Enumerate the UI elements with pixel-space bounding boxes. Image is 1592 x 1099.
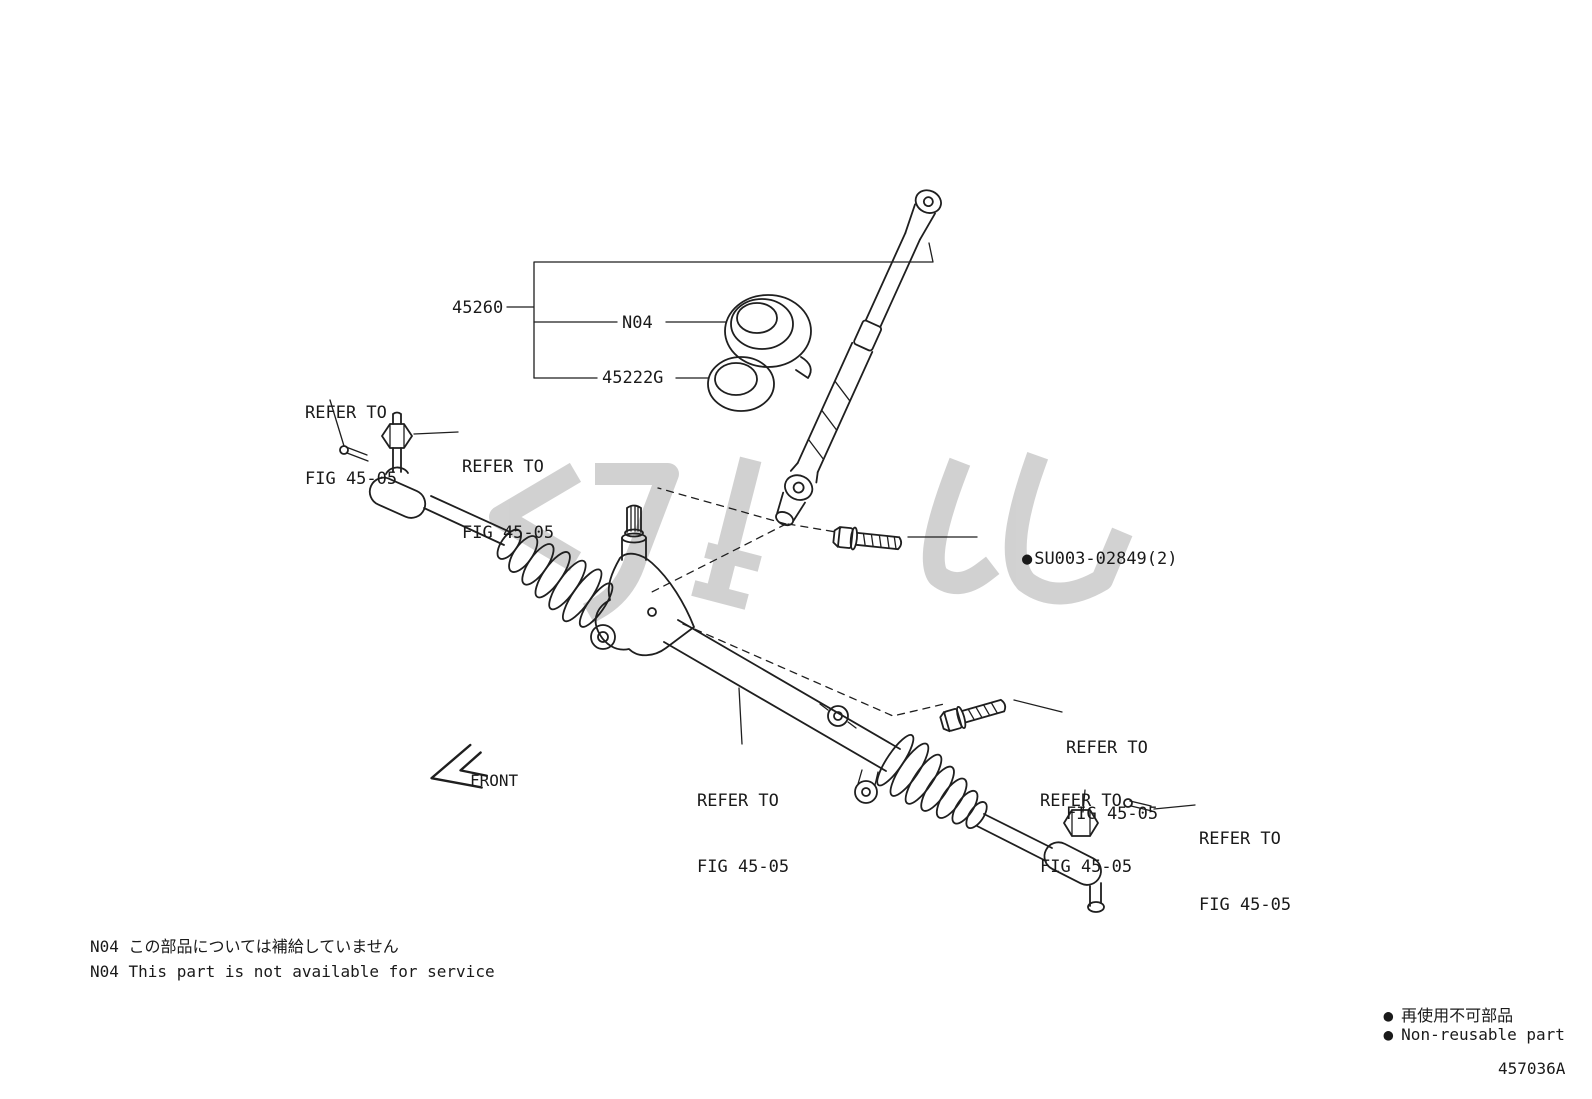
tie-rod-left	[423, 495, 511, 546]
rack-boot-left	[496, 528, 614, 628]
footnote-en: N04 This part is not available for servi…	[90, 962, 495, 981]
mount-bolt-right	[939, 698, 1007, 733]
refer-note-bolt: REFER TO FIG 45-05	[1066, 738, 1159, 824]
gear-housing	[594, 552, 695, 657]
refer-note-left-nut: REFER TO FIG 45-05	[462, 457, 555, 543]
footnote-jp: N04 この部品については補給していません	[90, 937, 399, 956]
part-label-n04: N04	[622, 313, 653, 333]
housing-mount-boss	[590, 607, 657, 650]
castle-nut-right	[1063, 809, 1099, 837]
tie-rod-end-right	[1043, 841, 1105, 913]
steering-gear-assembly	[339, 411, 1153, 913]
refer-note-right-nut: REFER TO FIG 45-05	[1040, 791, 1133, 877]
refer-note-right-pin: REFER TO FIG 45-05	[1199, 829, 1292, 915]
part-label-45222g: 45222G	[602, 368, 664, 388]
drawing-number: 457036A	[1498, 1059, 1566, 1078]
rack-tube	[663, 619, 901, 772]
legend-non-reusable-en: ●Non-reusable part	[1383, 1025, 1565, 1044]
tie-rod-end-left	[368, 411, 427, 519]
non-reusable-dot-icon: ●	[1383, 1025, 1394, 1044]
non-reusable-dot-icon: ●	[1021, 549, 1033, 569]
column-hole-cover-upper	[724, 294, 812, 379]
pinion-shaft	[621, 504, 647, 561]
legend-non-reusable-jp: ●再使用不可部品	[1383, 1006, 1514, 1025]
non-reusable-dot-icon: ●	[1383, 1006, 1394, 1025]
refer-note-rack: REFER TO FIG 45-05	[697, 791, 790, 877]
leader-lines	[329, 242, 1196, 813]
cotter-pin-left	[339, 445, 369, 462]
cotter-pin-right	[1123, 798, 1153, 812]
bolt-su003	[832, 526, 903, 551]
part-label-su003: ●SU003-02849(2)	[981, 526, 1178, 592]
tie-rod-right	[976, 813, 1053, 862]
rack-mount-bracket	[819, 703, 857, 729]
rack-boot-right	[876, 734, 988, 829]
front-label: FRONT	[470, 771, 519, 790]
front-arrow-icon	[430, 743, 489, 789]
refer-note-left-pin: REFER TO FIG 45-05	[305, 403, 398, 489]
part-number-su003: SU003-02849(2)	[1034, 549, 1178, 569]
assembly-guide-lines	[647, 487, 945, 717]
intermediate-steering-shaft	[775, 189, 942, 527]
column-hole-cover-lower	[707, 356, 775, 412]
rack-end-boss	[854, 769, 879, 804]
part-label-45260: 45260	[452, 298, 504, 318]
